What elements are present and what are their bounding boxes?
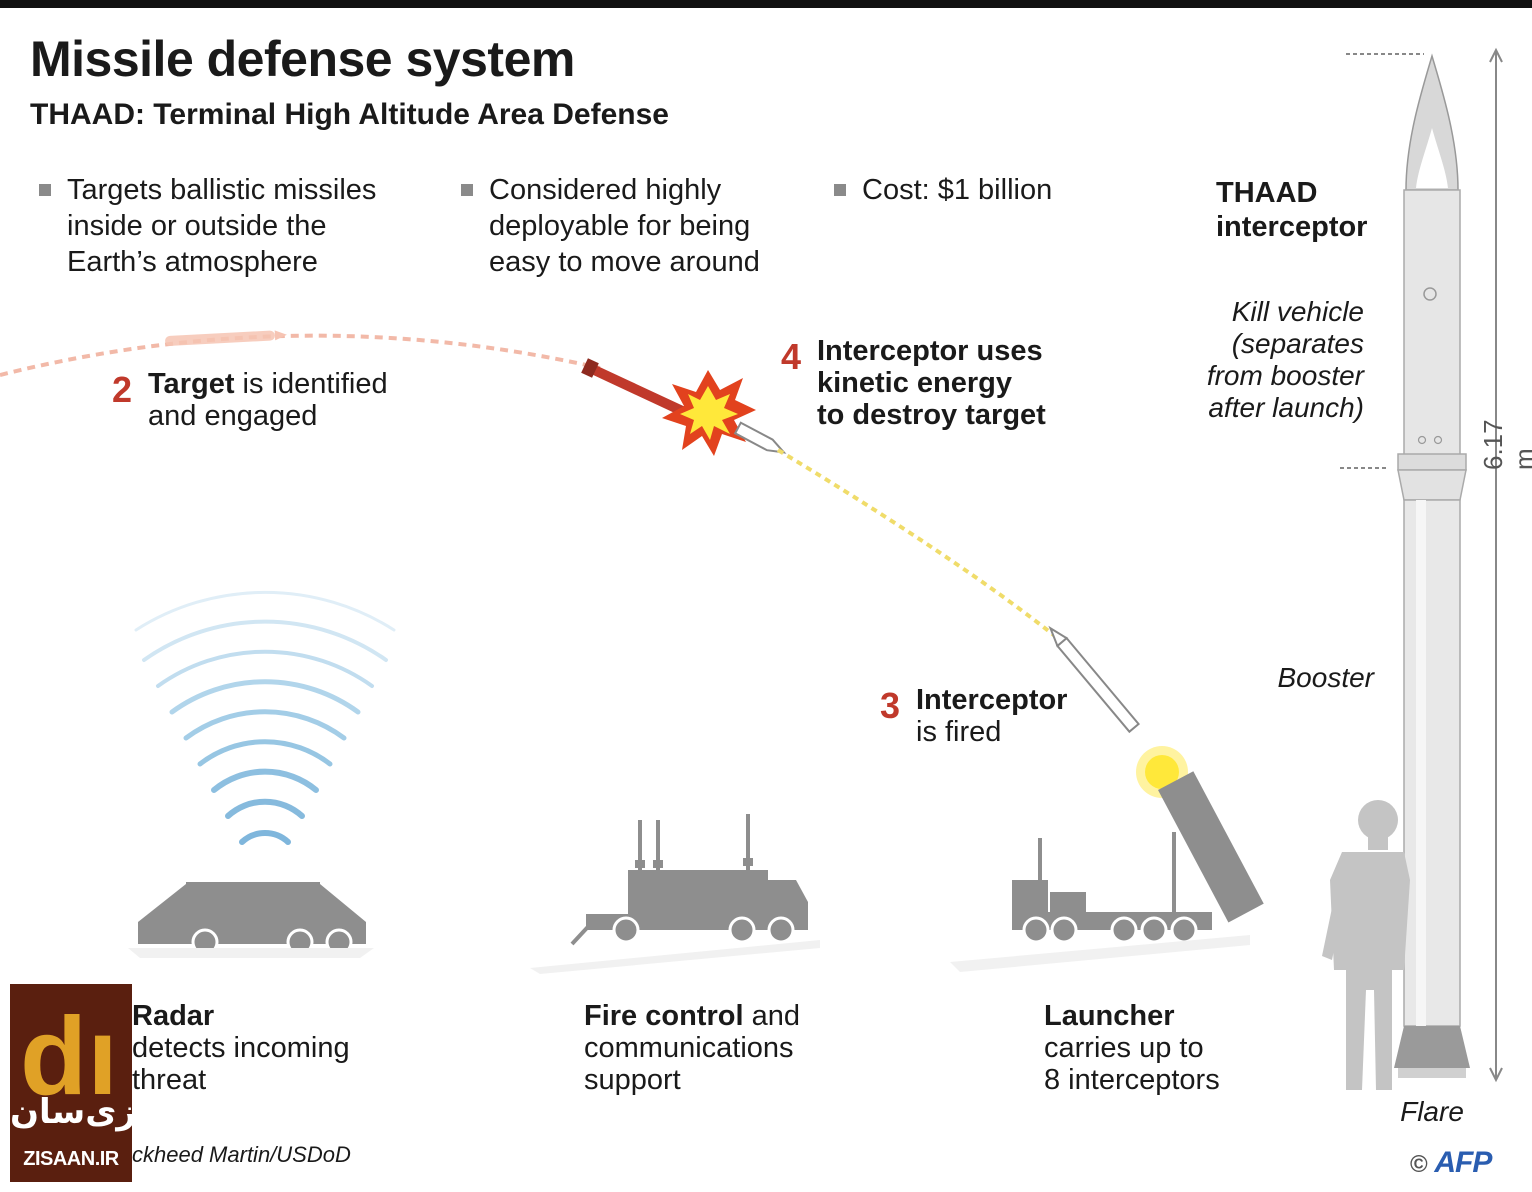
step-3-line2: is fired [916, 716, 1002, 748]
bullet-square-icon [39, 184, 51, 196]
top-bar [0, 0, 1532, 8]
radar-line2: detects incoming [132, 1032, 350, 1064]
kill-vehicle-icon [733, 421, 787, 454]
zisaan-logo: dı زی‌سان ZISAAN.IR [10, 984, 136, 1182]
launcher-bold: Launcher [1044, 1000, 1175, 1032]
fact-cost: Cost: $1 billion [834, 172, 1053, 208]
copyright-symbol: © [1410, 1151, 1428, 1178]
logo-mark-icon: dı [20, 995, 118, 1118]
fire-control-rest: and [743, 1000, 800, 1032]
launcher-truck-icon [1012, 771, 1264, 944]
afp-credit: © AFP [1410, 1146, 1492, 1180]
thaad-interceptor-icon [1394, 53, 1470, 1078]
fact-text: Targets ballistic missiles inside or out… [67, 174, 377, 278]
step-2-label: 2 Target is identified and engaged [112, 368, 388, 432]
target-missile-icon [165, 330, 287, 346]
radar-line3: threat [132, 1064, 207, 1096]
step-number: 3 [880, 685, 901, 726]
fact-deployable: Considered highly deployable for being e… [461, 172, 760, 280]
fact-text: Considered highly deployable for being e… [489, 174, 760, 278]
target-trajectory [0, 333, 601, 377]
fire-control-truck-icon [570, 814, 808, 946]
length-arrow [1489, 47, 1503, 1083]
fire-control-bold: Fire control [584, 1000, 744, 1032]
kill-vehicle-name: Kill vehicle [1231, 296, 1364, 327]
explosion-icon [662, 370, 756, 456]
launcher-line2: carries up to [1044, 1032, 1204, 1064]
step-3-bold: Interceptor [916, 684, 1068, 716]
fact-text: Cost: $1 billion [862, 174, 1053, 206]
afp-logo: AFP [1434, 1146, 1492, 1179]
radar-truck-icon [138, 882, 366, 956]
interceptor-trajectory [776, 448, 1062, 642]
interceptor-title: THAAD interceptor [1216, 176, 1367, 244]
launcher-label: Launcher carries up to 8 interceptors [1044, 1000, 1220, 1096]
interceptor-in-flight-icon [1048, 625, 1140, 734]
flare-label: Flare [1400, 1096, 1464, 1127]
step-4-line2: kinetic energy [817, 367, 1013, 399]
step-number: 4 [781, 336, 802, 377]
interceptor-title-line2: interceptor [1216, 211, 1368, 243]
fire-control-line3: support [584, 1064, 681, 1096]
kill-vehicle-note1: (separates [1231, 328, 1364, 359]
kill-vehicle-note3: after launch) [1208, 392, 1364, 423]
step-4-line1: Interceptor uses [817, 335, 1043, 367]
human-silhouette-icon [1322, 800, 1410, 1090]
booster-label: Booster [1277, 662, 1375, 693]
source-credit: ckheed Martin/USDoD [132, 1142, 351, 1167]
kill-vehicle-note2: from booster [1206, 360, 1364, 391]
fire-control-line2: communications [584, 1032, 794, 1064]
radar-bold: Radar [132, 1000, 215, 1032]
interceptor-title-line1: THAAD [1216, 177, 1318, 209]
target-warhead-icon [581, 358, 696, 421]
page-title: Missile defense system [30, 31, 575, 87]
length-label: 6.17 m [1478, 416, 1532, 470]
length-value: 6.17 m [1478, 419, 1532, 470]
step-2-line2: and engaged [148, 400, 318, 432]
step-2-bold: Target [148, 368, 235, 400]
step-3-label: 3 Interceptor is fired [880, 684, 1068, 748]
fact-targets: Targets ballistic missiles inside or out… [39, 172, 377, 280]
step-4-line3: to destroy target [817, 399, 1046, 431]
radar-label: Radar detects incoming threat [132, 1000, 350, 1096]
step-2-rest: is identified [234, 368, 388, 400]
bullet-square-icon [461, 184, 473, 196]
bullet-square-icon [834, 184, 846, 196]
radar-waves [134, 590, 396, 845]
kill-vehicle-label: Kill vehicle (separates from booster aft… [1190, 296, 1364, 424]
step-4-label: 4 Interceptor uses kinetic energy to des… [781, 335, 1046, 431]
step-number: 2 [112, 369, 133, 410]
logo-arabic-text: زی‌سان [10, 1093, 136, 1131]
launcher-line3: 8 interceptors [1044, 1064, 1220, 1096]
ground-shadows [128, 935, 1250, 974]
logo-url: ZISAAN.IR [23, 1148, 119, 1170]
page-subtitle: THAAD: Terminal High Altitude Area Defen… [30, 98, 669, 131]
fire-control-label: Fire control and communications support [584, 1000, 800, 1096]
